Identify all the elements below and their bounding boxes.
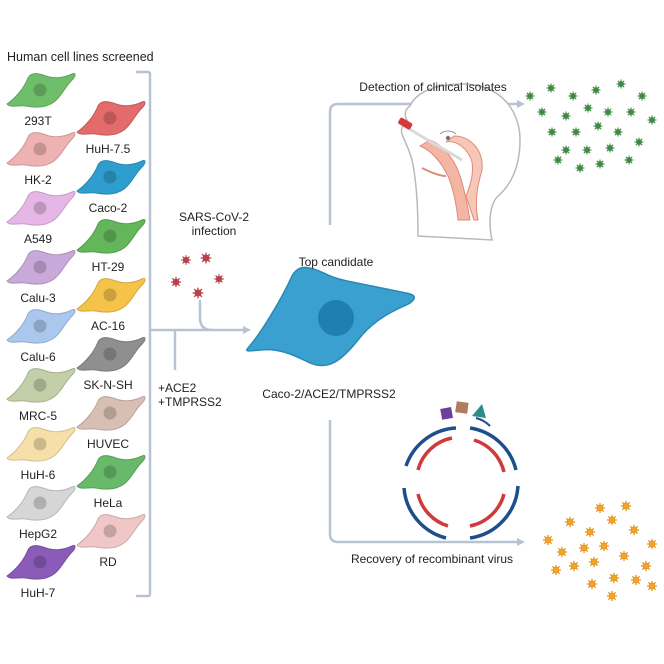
- clinical-isolate-virus-icon: [560, 144, 572, 156]
- clinical-isolate-virus-icon: [625, 106, 637, 118]
- clinical-isolate-virus-icon: [633, 136, 645, 148]
- plasmid-diagram: [402, 401, 520, 540]
- rd-label: RD: [99, 555, 117, 569]
- clinical-isolate-virus-icon: [646, 114, 658, 126]
- recombinant-virus-icon: [594, 502, 606, 514]
- hepg2-label: HepG2: [18, 527, 58, 541]
- candidate-cell: [246, 266, 415, 367]
- hela-label: HeLa: [93, 496, 123, 510]
- clinical-isolate-virus-icon: [615, 78, 627, 90]
- recombinant-virus-icon: [598, 540, 610, 552]
- mrc-5-cell-icon: [6, 368, 76, 403]
- clinical-isolate-virus-icon: [582, 102, 594, 114]
- clinical-isolate-virus-icon: [594, 158, 606, 170]
- 293t-label: 293T: [24, 114, 52, 128]
- page-title: Human cell lines screened: [7, 50, 154, 64]
- recombinant-virus-icon: [646, 580, 658, 592]
- detection-label: Detection of clinical isolates: [359, 80, 507, 94]
- recombinant-virus-icon: [608, 572, 620, 584]
- recovery-arrow: [328, 420, 525, 546]
- clinical-isolate-virus-icon: [546, 126, 558, 138]
- rd-cell-icon: [76, 514, 146, 549]
- huvec-label: HUVEC: [86, 437, 130, 451]
- clinical-isolate-virus-icon: [524, 90, 536, 102]
- calu-3-cell-icon: [6, 250, 76, 285]
- ac-16-label: AC-16: [90, 319, 126, 333]
- clinical-isolate-virus-icon: [623, 154, 635, 166]
- mrc-5-label: MRC-5: [19, 409, 57, 423]
- clinical-isolate-virus-icon: [570, 126, 582, 138]
- clinical-isolate-virus-icon: [592, 120, 604, 132]
- ht-29-label: HT-29: [91, 260, 125, 274]
- recombinant-virus-icon: [564, 516, 576, 528]
- 293t-cell-icon: [6, 73, 76, 108]
- huh-7-cell-icon: [6, 545, 76, 580]
- infection-label: SARS-CoV-2 infection: [178, 210, 250, 238]
- a549-cell-icon: [6, 191, 76, 226]
- recombinant-virus-icon: [640, 560, 652, 572]
- recombinant-virus-icon: [620, 500, 632, 512]
- sars-cov-2-virus-icon: [180, 254, 192, 266]
- sars-cov-2-virus-icon: [170, 276, 182, 288]
- caco-2-cell-icon: [76, 160, 146, 195]
- clinical-isolate-virus-icon: [567, 90, 579, 102]
- clinical-isolate-virus-icon: [552, 154, 564, 166]
- hela-cell-icon: [76, 455, 146, 490]
- sk-n-sh-cell-icon: [76, 337, 146, 372]
- recombinant-virus-icon: [550, 564, 562, 576]
- cell-lines-bracket: [136, 70, 152, 598]
- recombinant-virus-icon: [628, 524, 640, 536]
- a549-label: A549: [23, 232, 53, 246]
- huh-6-cell-icon: [6, 427, 76, 462]
- sars-cov-2-virus-icon: [199, 251, 213, 265]
- huh-6-label: HuH-6: [20, 468, 56, 482]
- clinical-isolate-virus-icon: [545, 82, 557, 94]
- clinical-isolate-virus-icon: [604, 142, 616, 154]
- clinical-isolate-virus-icon: [574, 162, 586, 174]
- recombinant-virus-icon: [568, 560, 580, 572]
- sars-cov-2-virus-icon: [213, 273, 225, 285]
- hk-2-label: HK-2: [24, 173, 52, 187]
- recombinant-virus-icon: [556, 546, 568, 558]
- calu-6-label: Calu-6: [20, 350, 56, 364]
- clinical-isolate-virus-icon: [560, 110, 572, 122]
- clinical-isolate-virus-icon: [636, 90, 648, 102]
- clinical-isolate-virus-icon: [536, 106, 548, 118]
- recombinant-virus-icon: [646, 538, 658, 550]
- recombinant-virus-icon: [588, 556, 600, 568]
- huh-7.5-label: HuH-7.5: [85, 142, 131, 156]
- recovery-label: Recovery of recombinant virus: [350, 552, 514, 566]
- calu-6-cell-icon: [6, 309, 76, 344]
- modification-label: +ACE2 +TMPRSS2: [158, 381, 222, 409]
- ht-29-cell-icon: [76, 219, 146, 254]
- sars-cov-2-virus-icon: [191, 286, 205, 300]
- calu-3-label: Calu-3: [20, 291, 56, 305]
- recombinant-virus-icon: [578, 542, 590, 554]
- candidate-name: Caco-2/ACE2/TMPRSS2: [262, 387, 396, 401]
- ac-16-cell-icon: [76, 278, 146, 313]
- recombinant-virus-icon: [584, 526, 596, 538]
- recombinant-virus-icon: [606, 514, 618, 526]
- recombinant-virus-icon: [606, 590, 618, 602]
- clinical-isolate-virus-icon: [581, 144, 593, 156]
- hk-2-cell-icon: [6, 132, 76, 167]
- sk-n-sh-label: SK-N-SH: [83, 378, 133, 392]
- infection-connector: [198, 300, 213, 332]
- huvec-cell-icon: [76, 396, 146, 431]
- clinical-isolate-virus-icon: [602, 106, 614, 118]
- recombinant-virus-icon: [618, 550, 630, 562]
- clinical-isolate-virus-icon: [590, 84, 602, 96]
- head-profile-illustration: [398, 83, 521, 241]
- recombinant-virus-icon: [630, 574, 642, 586]
- clinical-isolate-virus-icon: [612, 126, 624, 138]
- recombinant-virus-icon: [586, 578, 598, 590]
- hepg2-cell-icon: [6, 486, 76, 521]
- huh-7.5-cell-icon: [76, 101, 146, 136]
- caco-2-label: Caco-2: [88, 201, 128, 215]
- top-candidate-label: Top candidate: [298, 255, 374, 269]
- huh-7-label: HuH-7: [20, 586, 56, 600]
- detection-arrow: [328, 100, 525, 225]
- recombinant-virus-icon: [542, 534, 554, 546]
